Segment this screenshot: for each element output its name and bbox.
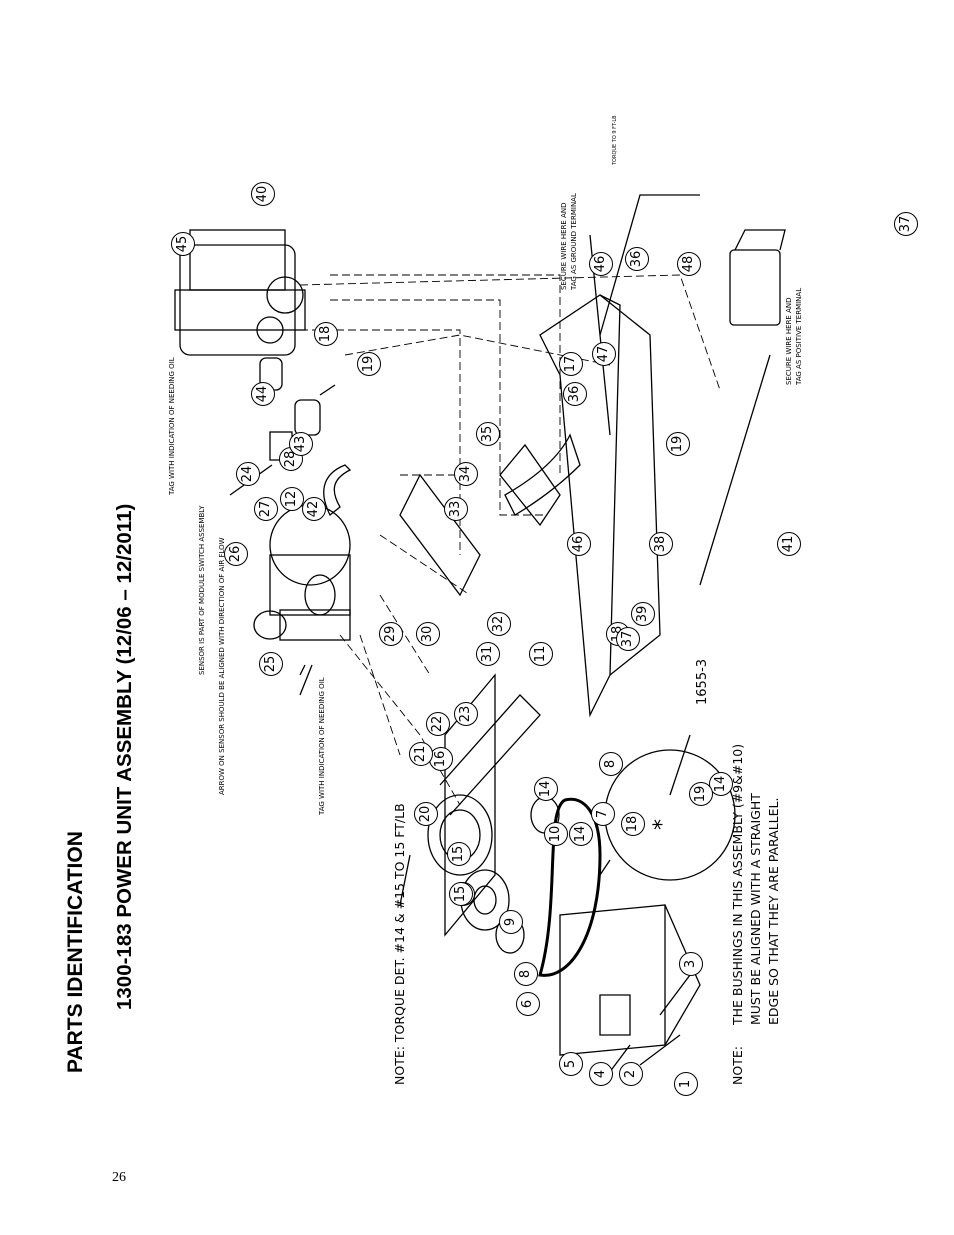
callout-positive-1: SECURE WIRE HERE AND (785, 297, 793, 386)
part-balloon-5: 5 (559, 1052, 583, 1076)
engine-cap (266, 276, 304, 314)
part-balloon-35: 35 (476, 422, 500, 446)
part-balloon-8: 8 (514, 962, 538, 986)
engine-fins (174, 289, 306, 331)
part-balloon-29: 29 (379, 622, 403, 646)
part-balloon-37: 37 (616, 627, 640, 651)
part-balloon-46: 46 (589, 252, 613, 276)
battery (729, 249, 781, 326)
part-balloon-39: 39 (631, 602, 655, 626)
part-balloon-19: 19 (666, 432, 690, 456)
page-number: 26 (112, 1170, 126, 1185)
part-balloon-45: 45 (171, 232, 195, 256)
bushing-note-line3: EDGE SO THAT THEY ARE PARALLEL. (766, 797, 781, 1025)
bushing-note-line2: MUST BE ALIGNED WITH A STRAIGHT (748, 793, 763, 1025)
part-balloon-1: 1 (674, 1072, 698, 1096)
part-balloon-15: 15 (447, 842, 471, 866)
part-balloon-33: 33 (444, 497, 468, 521)
part-balloon-2: 2 (619, 1062, 643, 1086)
callout-arrow-sensor: ARROW ON SENSOR SHOULD BE ALIGNED WITH D… (218, 537, 226, 795)
part-balloon-31: 31 (476, 642, 500, 666)
engine-body (179, 244, 296, 356)
part-balloon-44: 44 (251, 382, 275, 406)
part-balloon-36: 36 (563, 382, 587, 406)
belt-guard (559, 904, 666, 1056)
part-balloon-40: 40 (251, 182, 275, 206)
bushing-note-label: NOTE: (730, 1046, 745, 1085)
part-balloon-11: 11 (529, 642, 553, 666)
drawing-number: 1655-3 (695, 658, 710, 705)
engine-shroud (189, 229, 286, 291)
part-balloon-30: 30 (416, 622, 440, 646)
part-balloon-21: 21 (409, 742, 433, 766)
part-balloon-38: 38 (649, 532, 673, 556)
part-balloon-9: 9 (499, 910, 523, 934)
part-balloon-18: 18 (314, 322, 338, 346)
callout-positive-2: TAG AS POSITIVE TERMINAL (795, 287, 803, 385)
part-balloon-26: 26 (224, 542, 248, 566)
part-balloon-32: 32 (487, 612, 511, 636)
callout-tag-oil-bottom: TAG WITH INDICATION OF NEEDING OIL (318, 677, 326, 815)
callout-sensor-module: SENSOR IS PART OF MODULE SWITCH ASSEMBLY (198, 505, 206, 675)
engine-shaft (256, 316, 284, 344)
drive-belt (538, 797, 602, 977)
part-balloon-34: 34 (454, 462, 478, 486)
pulley-upper (427, 794, 493, 876)
part-balloon-14: 14 (569, 822, 593, 846)
blower-body (269, 554, 351, 616)
part-balloon-12: 12 (280, 487, 304, 511)
part-balloon-20: 20 (414, 802, 438, 826)
part-balloon-43: 43 (289, 432, 313, 456)
part-balloon-19: 19 (689, 782, 713, 806)
part-balloon-22: 22 (426, 712, 450, 736)
part-balloon-15: 15 (449, 882, 473, 906)
part-balloon-27: 27 (254, 497, 278, 521)
torque-note: NOTE: TORQUE DET. #14 & #15 TO 15 FT/LB (392, 803, 407, 1085)
callout-ground-1: SECURE WIRE HERE AND (560, 202, 568, 291)
part-balloon-25: 25 (259, 652, 283, 676)
part-balloon-37: 37 (894, 212, 918, 236)
callout-tag-oil-top: TAG WITH INDICATION OF NEEDING OIL (168, 357, 176, 495)
part-balloon-24: 24 (236, 462, 260, 486)
mounting-plate (444, 673, 496, 937)
part-balloon-4: 4 (589, 1062, 613, 1086)
part-balloon-48: 48 (677, 252, 701, 276)
part-balloon-36: 36 (625, 247, 649, 271)
part-balloon-41: 41 (777, 532, 801, 556)
part-balloon-46: 46 (567, 532, 591, 556)
callout-torque-small: TORQUE TO 9 FT-LB (612, 115, 618, 165)
part-balloon-3: 3 (679, 952, 703, 976)
callout-ground-2: TAG AS GROUND TERMINAL (570, 193, 578, 290)
part-balloon-7: 7 (591, 802, 615, 826)
part-balloon-14: 14 (534, 777, 558, 801)
part-balloon-23: 23 (454, 702, 478, 726)
part-balloon-18: 18 (621, 812, 645, 836)
part-balloon-17: 17 (559, 352, 583, 376)
part-balloon-42: 42 (302, 497, 326, 521)
part-balloon-10: 10 (544, 822, 568, 846)
detail-asterisk: * (650, 819, 675, 830)
part-balloon-19: 19 (357, 352, 381, 376)
part-balloon-6: 6 (516, 992, 540, 1016)
part-balloon-8: 8 (599, 752, 623, 776)
part-balloon-47: 47 (592, 342, 616, 366)
